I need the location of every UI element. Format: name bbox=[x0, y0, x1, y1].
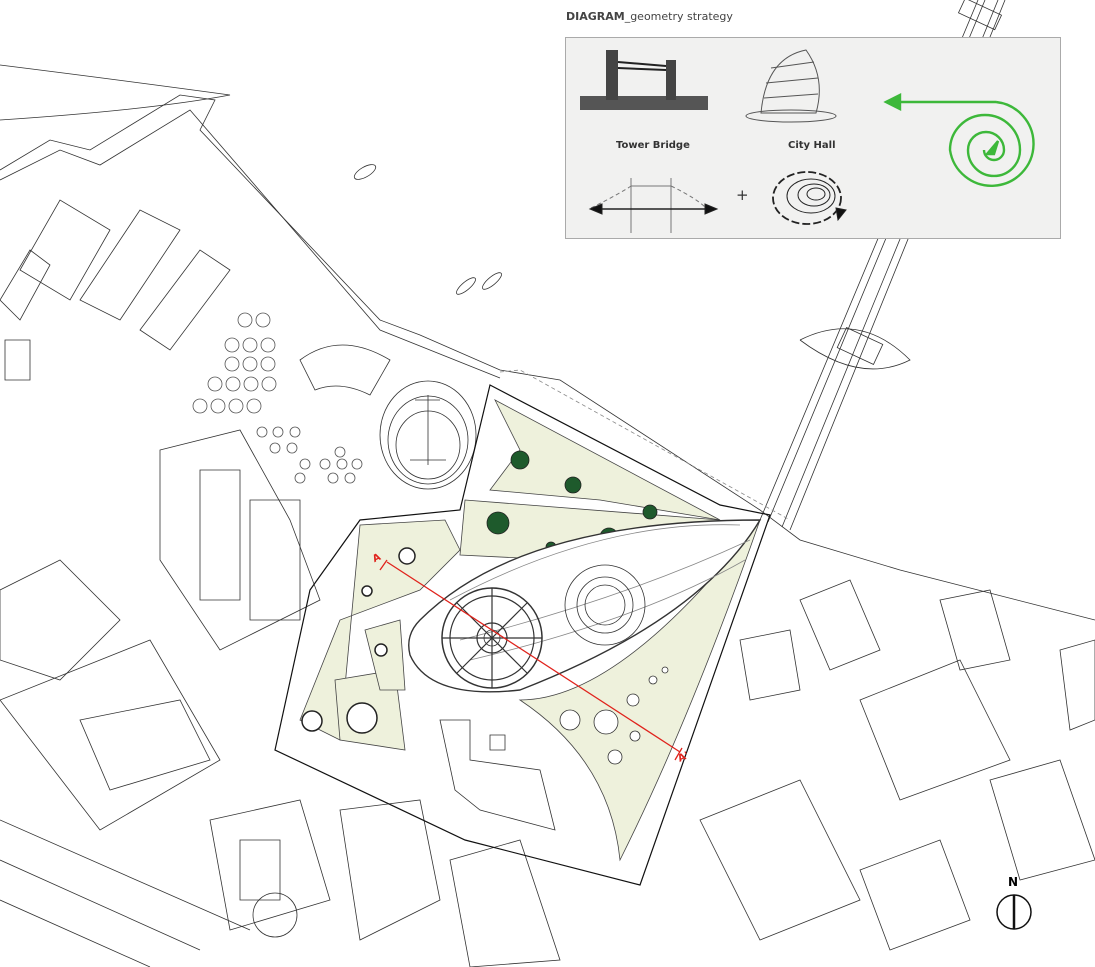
buildings-west bbox=[0, 199, 561, 967]
bridge-span-diagram bbox=[588, 178, 719, 233]
ring-planters bbox=[301, 547, 416, 734]
diagram-title-bold: DIAGRAM bbox=[566, 10, 625, 23]
city-hall-label: City Hall bbox=[788, 140, 836, 151]
river-north-bank bbox=[0, 64, 231, 121]
city-hall-building bbox=[379, 380, 477, 490]
buildings-east bbox=[699, 579, 1095, 951]
section-line bbox=[379, 559, 683, 761]
north-arrow-icon bbox=[996, 894, 1032, 930]
city-hall-image bbox=[745, 49, 837, 123]
embankment-line bbox=[0, 109, 501, 379]
dashed-extent bbox=[499, 369, 791, 521]
eye-pavilion bbox=[408, 519, 762, 693]
plus-operator: + bbox=[736, 186, 749, 204]
tower-bridge-label: Tower Bridge bbox=[616, 140, 690, 151]
diagram-title: DIAGRAM_geometry strategy bbox=[566, 10, 733, 23]
boat bbox=[353, 164, 377, 180]
strategy-graphics bbox=[580, 49, 1035, 233]
voids bbox=[559, 666, 669, 765]
boat bbox=[456, 277, 476, 295]
scoop-amphitheatre bbox=[299, 344, 391, 396]
geometry-strategy-panel bbox=[565, 37, 1061, 239]
tower-bridge-image bbox=[580, 50, 708, 110]
rotation-diagram bbox=[772, 171, 847, 225]
boat bbox=[482, 272, 502, 290]
spiral-arrow-icon bbox=[883, 93, 1035, 187]
courtyard-building bbox=[439, 719, 556, 831]
north-label: N bbox=[1008, 875, 1019, 889]
site-boundary bbox=[274, 384, 771, 886]
river-south-bank bbox=[0, 94, 1095, 621]
trees bbox=[192, 312, 363, 484]
diagram-title-rest: _geometry strategy bbox=[624, 10, 733, 23]
